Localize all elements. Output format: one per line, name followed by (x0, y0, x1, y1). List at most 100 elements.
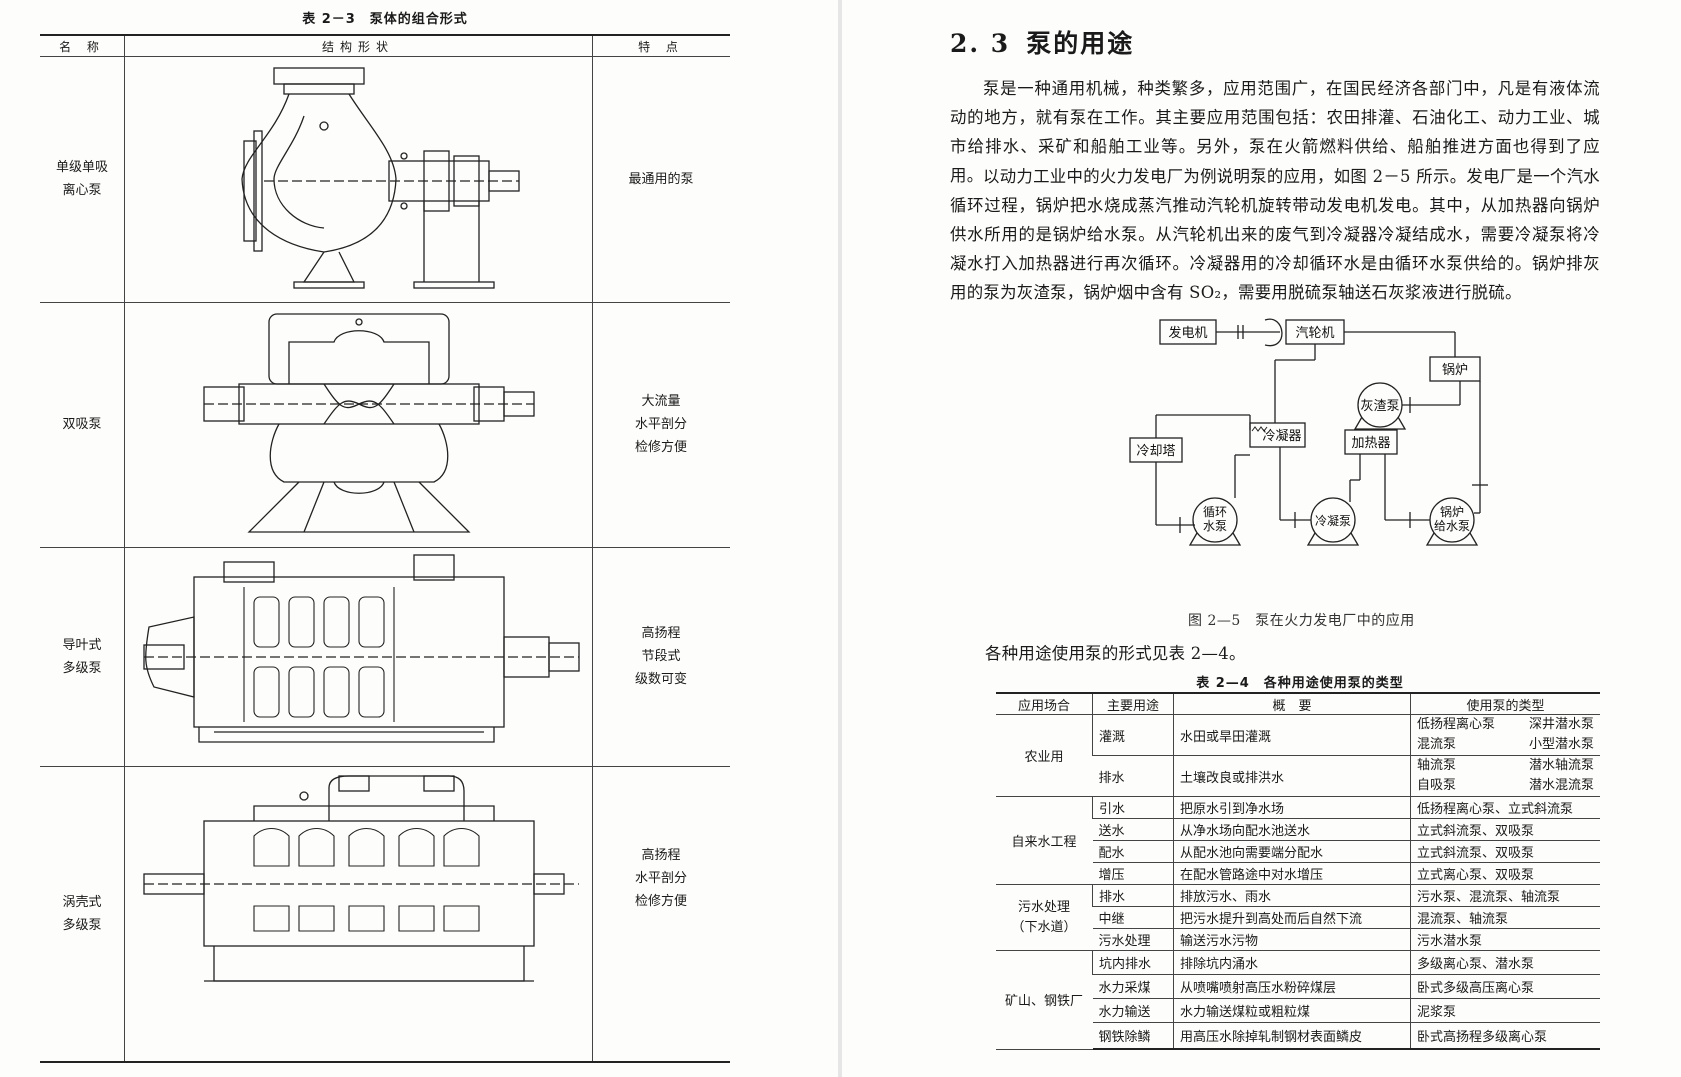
table-row: 双吸泵 大流量 水平剖分 检修方便 (40, 302, 730, 548)
column-divider (592, 36, 593, 1061)
use-cell: 污水处理 (1092, 928, 1174, 951)
pump-name: 单级单吸 离心泵 (55, 160, 108, 198)
use-cell: 灌溉 (1092, 714, 1174, 756)
pump-name: 双吸泵 (62, 417, 102, 432)
use-cell: 送水 (1092, 818, 1174, 841)
heater-box (1344, 429, 1398, 455)
figure-caption: 图 2—5 泵在火力发电厂中的应用 (1188, 613, 1415, 629)
pump-types-cell: 污水潜水泵 (1410, 928, 1600, 951)
table-lead-sentence: 各种用途使用泵的形式见表 2—4。 (985, 644, 1246, 663)
summary-cell: 排除坑内涌水 (1173, 950, 1411, 975)
pump-types-cell: 立式斜流泵、双吸泵 (1410, 818, 1600, 841)
header-pump-types: 使用泵的类型 (1410, 692, 1600, 715)
left-page (0, 0, 838, 1077)
generator-label: 发电机 (1168, 325, 1207, 341)
summary-cell: 土壤改良或排洪水 (1173, 755, 1411, 797)
table-row: 配水 从配水池向需要端分配水 立式斜流泵、双吸泵 (996, 840, 1600, 863)
pump-types-cell: 卧式多级高压离心泵 (1410, 974, 1600, 999)
table-row: 涡壳式 多级泵 高扬程 水平剖分 检修 (40, 766, 730, 1061)
header-summary: 概 要 (1173, 692, 1411, 715)
circ-pump-label-1: 循环 (1203, 505, 1227, 519)
feed-pump-label-1: 锅炉 (1440, 504, 1464, 519)
boiler-label: 锅炉 (1442, 362, 1468, 378)
pump-types-cell: 混流泵、轴流泵 (1410, 906, 1600, 929)
use-cell: 中继 (1092, 906, 1174, 929)
summary-cell: 从配水池向需要端分配水 (1173, 840, 1411, 863)
table-2-4-title: 表 2—4 各种用途使用泵的类型 (1196, 676, 1404, 691)
diffuser-multistage-pump-drawing (143, 554, 580, 743)
summary-cell: 把污水提升到高处而后自然下流 (1173, 906, 1411, 929)
field-cell: 农业用 (996, 714, 1093, 797)
table-row: 矿山、钢铁厂 坑内排水 排除坑内涌水 多级离心泵、潜水泵 (996, 950, 1600, 1050)
pump-types-cell: 低扬程离心泵、立式斜流泵 (1410, 796, 1600, 819)
header-use: 主要用途 (1092, 692, 1174, 715)
pump-features: 大流量 水平剖分 检修方便 (634, 394, 687, 455)
pump-type: 深井潜水泵 (1528, 717, 1594, 732)
table-row: 排水 土壤改良或排洪水 轴流泵 潜水轴流泵 自吸泵 潜水混流泵 (996, 755, 1600, 797)
use-cell: 配水 (1092, 840, 1174, 863)
table-row: 污水处理 （下水道） 排水 排放污水、雨水 污水泵、混流泵、轴流泵 (996, 884, 1600, 951)
table-2-3: 名 称 结构形状 特 点 单级单吸 离心泵 最通用的泵 双吸泵 (40, 34, 730, 1063)
field-cell: 污水处理 （下水道） (996, 884, 1093, 951)
condenser-label: 冷凝器 (1262, 428, 1301, 444)
table-row: 水力采煤 从喷嘴喷射高压水粉碎煤层 卧式多级高压离心泵 (996, 974, 1600, 999)
pump-type: 低扬程离心泵 (1417, 717, 1496, 732)
section-title: 泵的用途 (1026, 29, 1135, 58)
table-row: 钢铁除鳞 用高压水除掉轧制钢材表面鳞皮 卧式高扬程多级离心泵 (996, 1022, 1600, 1050)
summary-cell: 从净水场向配水池送水 (1173, 818, 1411, 841)
table-2-3-title: 表 2－3 泵体的组合形式 (302, 12, 468, 27)
table-row: 自来水工程 引水 把原水引到净水场 低扬程离心泵、立式斜流泵 (996, 796, 1600, 885)
summary-cell: 排放污水、雨水 (1173, 884, 1411, 907)
use-cell: 水力采煤 (1092, 974, 1174, 999)
table-2-4: 应用场合 主要用途 概 要 使用泵的类型 农业用 灌溉 水田或旱田灌溉 低扬程离… (996, 692, 1600, 1050)
use-cell: 坑内排水 (1092, 950, 1174, 975)
pump-type: 潜水混流泵 (1528, 778, 1594, 793)
pump-type: 混流泵 (1417, 737, 1457, 752)
turbine-label: 汽轮机 (1295, 326, 1334, 341)
table-row: 农业用 灌溉 水田或旱田灌溉 低扬程离心泵深井潜水泵 混流泵小型潜水泵 (996, 714, 1600, 797)
table-row: 污水处理 输送污水污物 污水潜水泵 (996, 928, 1600, 951)
summary-cell: 从喷嘴喷射高压水粉碎煤层 (1173, 974, 1411, 999)
pump-types-cell: 低扬程离心泵 深井潜水泵 混流泵 小型潜水泵 (1410, 714, 1600, 756)
single-stage-pump-drawing (241, 67, 520, 289)
circulating-pump-circle (1192, 497, 1238, 543)
pump-name: 涡壳式 多级泵 (62, 894, 102, 933)
pump-types-cell: 污水泵、混流泵、轴流泵 (1410, 884, 1600, 907)
table-row: 水力输送 水力输送煤粒或粗粒煤 泥浆泵 (996, 998, 1600, 1023)
pump-type: 潜水轴流泵 (1528, 758, 1594, 773)
page-gutter (838, 0, 842, 1077)
paragraph-1: 泵是一种通用机械，种类繁多，应用范围广，在国民经济各部门中，凡是有液体流动的地方… (950, 79, 1600, 185)
pump-name: 导叶式 多级泵 (62, 637, 102, 676)
pump-types-cell: 卧式高扬程多级离心泵 (1410, 1022, 1600, 1050)
header-structure: 结构形状 (321, 40, 394, 54)
pump-types-cell: 泥浆泵 (1410, 998, 1600, 1023)
condenser-box (1249, 422, 1306, 448)
paragraph-2: 以动力工业中的火力发电厂为例说明泵的应用，如图 2－5 所示。发电厂是一个汽水循… (950, 167, 1600, 302)
field-cell: 矿山、钢铁厂 (996, 950, 1093, 1050)
pump-features: 高扬程 水平剖分 检修方便 (634, 848, 687, 909)
heater-label: 加热器 (1351, 436, 1390, 451)
header-features: 特 点 (638, 40, 684, 54)
use-cell: 钢铁除鳞 (1092, 1022, 1174, 1050)
table-header-row: 应用场合 主要用途 概 要 使用泵的类型 (996, 692, 1600, 715)
pump-type: 轴流泵 (1417, 758, 1457, 773)
pump-types-cell: 立式离心泵、双吸泵 (1410, 862, 1600, 885)
summary-cell: 水力输送煤粒或粗粒煤 (1173, 998, 1411, 1023)
power-plant-diagram: 发电机 汽轮机 锅炉 灰渣泵 冷凝器 加热器 冷却塔 循环 水泵 冷凝泵 锅炉 … (1129, 318, 1488, 546)
table-header: 名 称 结构形状 特 点 (40, 36, 730, 57)
pump-type: 自吸泵 (1417, 778, 1457, 793)
header-field: 应用场合 (996, 692, 1093, 715)
header-name: 名 称 (59, 40, 105, 54)
use-cell: 排水 (1092, 755, 1174, 797)
double-suction-pump-drawing (203, 313, 535, 533)
table-row: 导叶式 多级泵 高扬程 节段式 级数可变 (40, 547, 730, 767)
pump-types-cell: 多级离心泵、潜水泵 (1410, 950, 1600, 975)
cooling-tower-label: 冷却塔 (1136, 444, 1175, 459)
use-cell: 排水 (1092, 884, 1174, 907)
column-divider (124, 36, 125, 1061)
use-cell: 水力输送 (1092, 998, 1174, 1023)
ash-pump-label: 灰渣泵 (1360, 399, 1399, 414)
pump-type: 小型潜水泵 (1528, 737, 1594, 752)
feed-pump-label-2: 给水泵 (1434, 519, 1470, 533)
use-cell: 引水 (1092, 796, 1174, 819)
